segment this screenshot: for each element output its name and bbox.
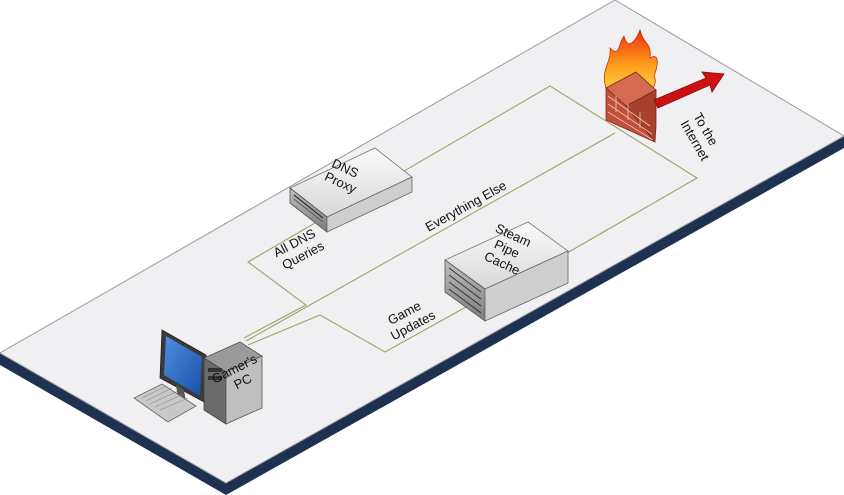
arrow-icon bbox=[653, 71, 725, 109]
desktop-pc-icon bbox=[133, 329, 263, 425]
firewall[interactable] bbox=[603, 28, 658, 144]
firewall-icon bbox=[603, 28, 658, 144]
connection-updates-path bbox=[247, 301, 476, 353]
dns-proxy-server[interactable]: DNS Proxy bbox=[289, 147, 413, 233]
gamer-pc-label-line2: PC bbox=[231, 371, 254, 393]
gamers-pc[interactable]: Gamer's PC bbox=[133, 329, 269, 425]
server-rack-icon bbox=[444, 221, 569, 322]
internet-arrow bbox=[653, 71, 725, 109]
connection-everything-path bbox=[245, 132, 616, 342]
steam-cache-server[interactable]: Steam Pipe Cache bbox=[444, 220, 569, 322]
server-icon bbox=[289, 147, 413, 233]
